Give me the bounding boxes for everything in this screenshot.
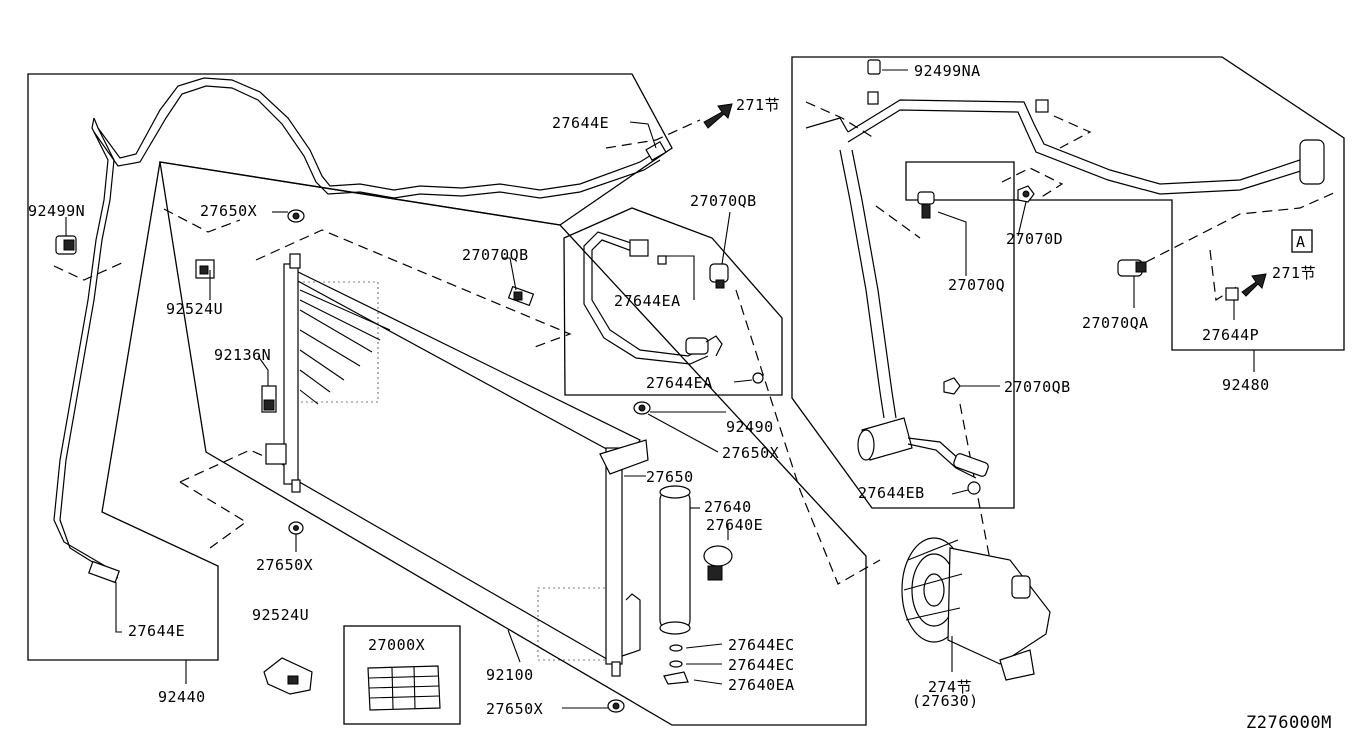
callout-27640E: 27640E (706, 516, 763, 534)
bolt-27070QB-mid (709, 263, 729, 289)
callout-27650X-c: 27650X (256, 556, 313, 574)
callout-92440: 92440 (158, 688, 206, 706)
ref-line-k (1053, 115, 1092, 149)
ref-line-d (179, 449, 291, 483)
callout-27644EA-a: 27644EA (614, 292, 681, 310)
pipe-92440 (53, 77, 667, 584)
part-92499N (55, 235, 77, 255)
part-27650X-left (288, 521, 304, 535)
callout-92100: 92100 (486, 666, 534, 684)
callout-92499NA: 92499NA (914, 62, 981, 80)
callout-27650X-a: 27650X (200, 202, 257, 220)
callout-27644E-bottom: 27644E (128, 622, 185, 640)
callout-27070QB-c: 27070QB (1004, 378, 1071, 396)
callout-27650X-b: 27650X (722, 444, 779, 462)
callout-27644E-top: 27644E (552, 114, 609, 132)
ref-line-n (959, 403, 1019, 591)
bolt-27070QA (1117, 259, 1147, 277)
sensor-92136N (261, 385, 277, 413)
ref-line-g (735, 289, 881, 585)
bolt-27070QB-right (943, 377, 961, 395)
bracket-lower (265, 443, 287, 465)
callout-92480: 92480 (1222, 376, 1270, 394)
callout-27650: 27650 (646, 468, 694, 486)
ref-line-l (1145, 191, 1337, 263)
label-box-27000X (343, 625, 461, 725)
callout-92524U-b: 92524U (252, 606, 309, 624)
callout-27630: (27630) (912, 692, 979, 710)
part-27650X-top (287, 209, 305, 223)
callout-27644EC-b: 27644EC (728, 656, 795, 674)
ref-line-f (605, 119, 701, 149)
callout-92136N: 92136N (214, 346, 271, 364)
frame-92480 (791, 56, 1345, 509)
callout-27070QB-b: 27070QB (462, 246, 529, 264)
bracket-92524U-a (195, 259, 215, 279)
bolt-27070Q (917, 191, 935, 219)
callout-27644P: 27644P (1202, 326, 1259, 344)
frame-92490 (563, 207, 783, 396)
clamp-27640E (703, 545, 733, 581)
callout-271-top: 271节 (736, 96, 780, 114)
arrow-271-right (1241, 273, 1267, 297)
part-27650X-mid (633, 401, 651, 415)
ref-box-A (1291, 229, 1313, 253)
callout-27640EA: 27640EA (728, 676, 795, 694)
bracket-92524U-b (263, 657, 313, 695)
frame-condenser (159, 161, 867, 726)
callout-92524U-a: 92524U (166, 300, 223, 318)
callout-27000X: 27000X (368, 636, 425, 654)
callout-27644EA-b: 27644EA (646, 374, 713, 392)
bolt-27070QB-left (507, 285, 535, 307)
callout-27070QB-a: 27070QB (690, 192, 757, 210)
part-27644P (1225, 287, 1239, 301)
callout-27070Q: 27070Q (948, 276, 1005, 294)
callout-92499N: 92499N (28, 202, 85, 220)
part-27650X-bottom (607, 699, 625, 713)
ref-line-h (805, 101, 875, 139)
ref-line-a (163, 208, 241, 233)
part-92499NA (867, 59, 881, 75)
callout-274: 274节 (928, 678, 972, 696)
ref-line-c (255, 229, 572, 349)
callout-27070D: 27070D (1006, 230, 1063, 248)
callout-27070QA: 27070QA (1082, 314, 1149, 332)
receiver-dryer-27640 (659, 485, 691, 635)
ref-line-b (53, 261, 125, 281)
diagram-code: Z276000M (1246, 713, 1332, 733)
nut-27070D (1017, 185, 1035, 203)
ref-line-i (875, 205, 921, 239)
ref-line-e (179, 481, 248, 549)
arrow-271-top (703, 103, 733, 129)
callout-27650X-d: 27650X (486, 700, 543, 718)
callout-27644EC-a: 27644EC (728, 636, 795, 654)
compressor-274 (901, 537, 1051, 681)
frame-inner-hose (905, 161, 1015, 201)
callout-27640: 27640 (704, 498, 752, 516)
callout-92490: 92490 (726, 418, 774, 436)
hose-92490 (583, 231, 764, 384)
hose-92480 (805, 91, 1325, 495)
leader-lines (65, 69, 1255, 709)
callout-271-right: 271节 (1272, 264, 1316, 282)
condenser-92100 (283, 253, 649, 677)
frame-92440 (27, 73, 673, 661)
o-rings-27644EC (663, 644, 689, 685)
label-sticker-27000X (367, 665, 441, 711)
callout-ref-A: A (1296, 233, 1306, 251)
callout-27644EB: 27644EB (858, 484, 925, 502)
ref-line-j (1001, 167, 1064, 199)
